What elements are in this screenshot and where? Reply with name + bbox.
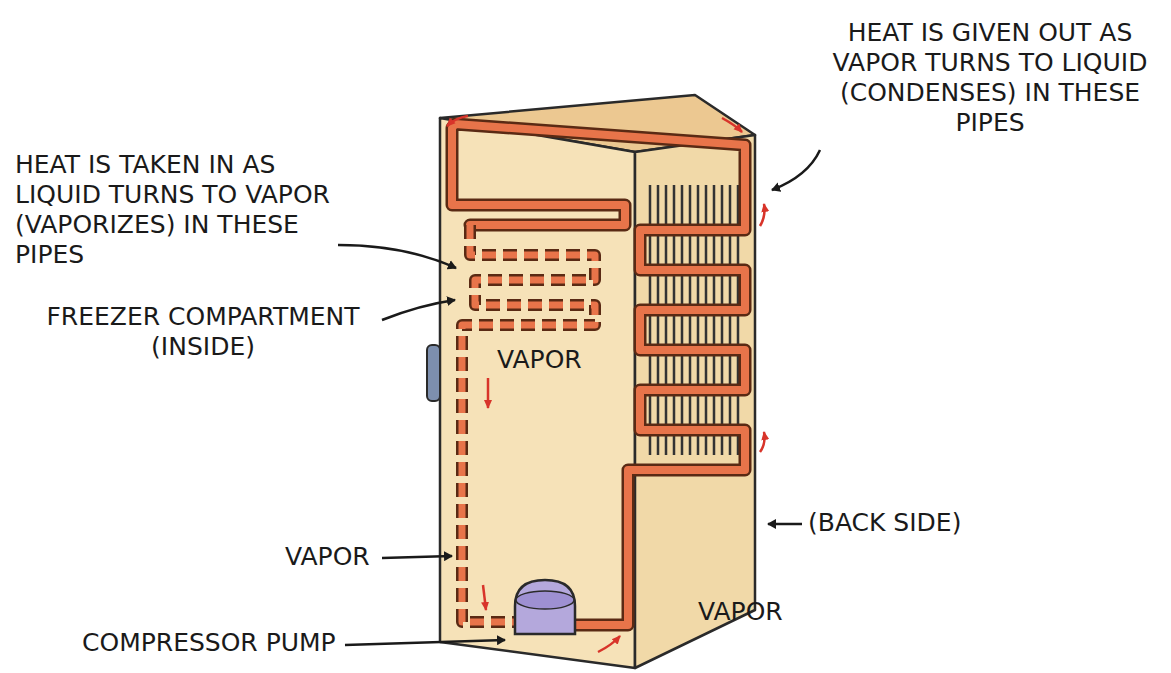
callout-label: (BACK SIDE) (808, 508, 961, 538)
door-handle (427, 345, 440, 401)
pipe-outline (452, 124, 745, 625)
callout-label: VAPOR (698, 597, 783, 627)
leader-line (382, 556, 452, 558)
leader-line (768, 523, 802, 526)
pipe-outline (462, 225, 595, 622)
callout-label: COMPRESSOR PUMP (82, 628, 336, 658)
callout-label: FREEZER COMPARTMENT (INSIDE) (8, 302, 398, 362)
evaporator-pipe (462, 225, 595, 622)
fridge-back (635, 135, 755, 668)
leader-line (382, 300, 455, 320)
callout-label: VAPOR (497, 345, 582, 375)
leader-line (338, 245, 456, 268)
leader-line (345, 640, 505, 645)
leader-lines (338, 150, 820, 645)
callout-label: HEAT IS TAKEN IN AS LIQUID TURNS TO VAPO… (15, 150, 335, 270)
leader-line (772, 150, 820, 190)
compressor (515, 580, 575, 634)
flow-arrows (447, 116, 765, 652)
condenser-pipe (452, 124, 745, 625)
callout-label: VAPOR (285, 542, 370, 572)
callout-label: HEAT IS GIVEN OUT AS VAPOR TURNS TO LIQU… (825, 18, 1155, 138)
compressor-top (516, 591, 574, 609)
